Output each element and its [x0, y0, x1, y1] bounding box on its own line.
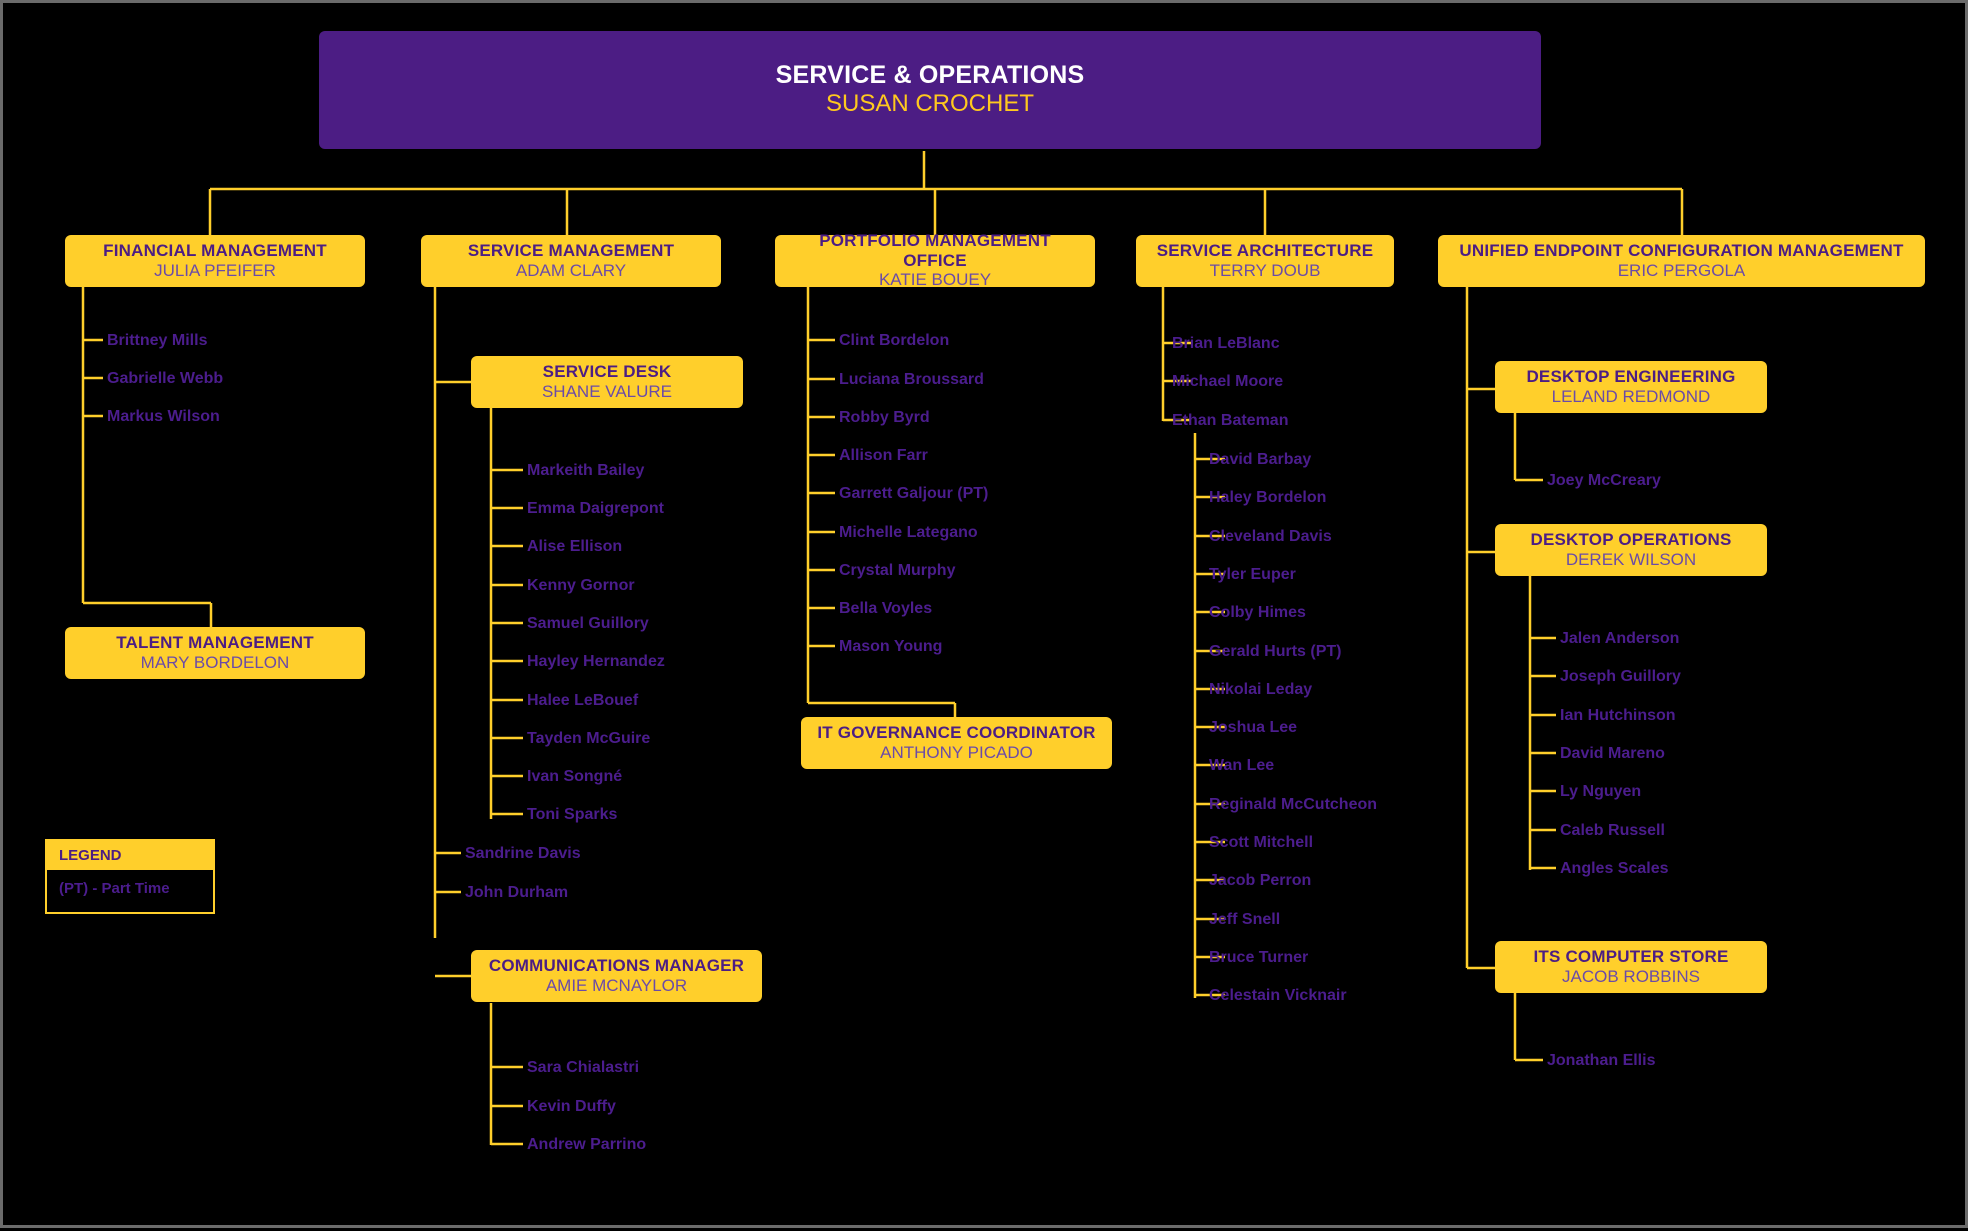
- list-item: Brian LeBlanc: [1172, 335, 1280, 352]
- list-item: Jacob Perron: [1209, 872, 1312, 889]
- sub-title: ITS COMPUTER STORE: [1533, 947, 1729, 967]
- dept-title: SERVICE ARCHITECTURE: [1156, 241, 1374, 261]
- legend-entry: (PT) - Part Time: [59, 880, 170, 897]
- list-item: Clint Bordelon: [839, 332, 950, 349]
- dept-person: JULIA PFEIFER: [154, 260, 276, 280]
- list-item: Ly Nguyen: [1560, 783, 1642, 800]
- root-title: SERVICE & OPERATIONS: [775, 61, 1085, 90]
- dept-service-management[interactable]: SERVICE MANAGEMENT ADAM CLARY: [421, 235, 721, 287]
- sub-person: DEREK WILSON: [1565, 549, 1697, 569]
- list-item: Emma Daigrepont: [527, 500, 664, 517]
- dept-portfolio-management-office[interactable]: PORTFOLIO MANAGEMENT OFFICE KATIE BOUEY: [775, 231, 1095, 290]
- list-item: Scott Mitchell: [1209, 834, 1314, 851]
- list-item: Gerald Hurts (PT): [1209, 643, 1342, 660]
- dept-title: PORTFOLIO MANAGEMENT OFFICE: [819, 231, 1051, 270]
- list-item: Crystal Murphy: [839, 562, 956, 579]
- list-item: Bruce Turner: [1209, 949, 1309, 966]
- list-item: Cleveland Davis: [1209, 528, 1332, 545]
- dept-financial-management[interactable]: FINANCIAL MANAGEMENT JULIA PFEIFER: [65, 235, 365, 287]
- sub-person: ANTHONY PICADO: [880, 742, 1033, 762]
- sub-talent-management[interactable]: TALENT MANAGEMENT MARY BORDELON: [65, 627, 365, 679]
- list-item: Jalen Anderson: [1560, 630, 1680, 647]
- list-item: Joshua Lee: [1209, 719, 1298, 736]
- sub-title: IT GOVERNANCE COORDINATOR: [817, 723, 1096, 743]
- list-item: Colby Himes: [1209, 604, 1306, 621]
- sub-communications-manager[interactable]: COMMUNICATIONS MANAGER AMIE MCNAYLOR: [471, 950, 762, 1002]
- list-item: Tayden McGuire: [527, 730, 651, 747]
- dept-title: UNIFIED ENDPOINT CONFIGURATION MANAGEMEN…: [1459, 241, 1904, 261]
- dept-person: ERIC PERGOLA: [1617, 260, 1746, 280]
- list-item: Angles Scales: [1560, 860, 1669, 877]
- dept-person: KATIE BOUEY: [878, 270, 992, 290]
- list-item: Jonathan Ellis: [1547, 1052, 1656, 1069]
- sub-person: LELAND REDMOND: [1551, 386, 1711, 406]
- list-item: Sara Chialastri: [527, 1059, 640, 1076]
- sub-person: MARY BORDELON: [140, 652, 290, 672]
- list-item: Ian Hutchinson: [1560, 707, 1676, 724]
- list-item: Joseph Guillory: [1560, 668, 1681, 685]
- list-item: Halee LeBouef: [527, 692, 639, 709]
- list-item: David Barbay: [1209, 451, 1312, 468]
- list-item: Andrew Parrino: [527, 1136, 647, 1153]
- connector-lines: [81, 151, 1684, 1146]
- list-item: Gabrielle Webb: [107, 370, 224, 387]
- list-item: Garrett Galjour (PT): [839, 485, 989, 502]
- list-item: Markus Wilson: [107, 408, 220, 425]
- list-item: Nikolai Leday: [1209, 681, 1313, 698]
- legend-header: LEGEND: [47, 841, 213, 870]
- list-item: Ivan Songné: [527, 768, 623, 785]
- sub-title: DESKTOP ENGINEERING: [1526, 367, 1736, 387]
- list-item: Allison Farr: [839, 447, 928, 464]
- list-item: Toni Sparks: [527, 806, 618, 823]
- sub-service-desk[interactable]: SERVICE DESK SHANE VALURE: [471, 356, 743, 408]
- list-item: Kenny Gornor: [527, 577, 635, 594]
- list-item: Markeith Bailey: [527, 462, 645, 479]
- list-item: Alise Ellison: [527, 538, 623, 555]
- list-item: Bella Voyles: [839, 600, 933, 617]
- legend: LEGEND (PT) - Part Time: [45, 839, 215, 914]
- list-item: Hayley Hernandez: [527, 653, 665, 670]
- root-node-service-operations[interactable]: SERVICE & OPERATIONS SUSAN CROCHET: [319, 31, 1541, 149]
- sub-person: SHANE VALURE: [541, 381, 673, 401]
- dept-service-architecture[interactable]: SERVICE ARCHITECTURE TERRY DOUB: [1136, 235, 1394, 287]
- dept-person: ADAM CLARY: [515, 260, 627, 280]
- list-item: Luciana Broussard: [839, 371, 984, 388]
- list-item: John Durham: [465, 884, 569, 901]
- list-item: Michelle Lategano: [839, 524, 978, 541]
- list-item: Tyler Euper: [1209, 566, 1296, 583]
- list-item: Haley Bordelon: [1209, 489, 1327, 506]
- list-item: Robby Byrd: [839, 409, 930, 426]
- sub-person: JACOB ROBBINS: [1562, 966, 1700, 986]
- list-item: Brittney Mills: [107, 332, 208, 349]
- list-item: Michael Moore: [1172, 373, 1284, 390]
- list-item: Wan Lee: [1209, 757, 1275, 774]
- list-item: Kevin Duffy: [527, 1098, 616, 1115]
- list-item: Sandrine Davis: [465, 845, 581, 862]
- sub-it-governance-coordinator[interactable]: IT GOVERNANCE COORDINATOR ANTHONY PICADO: [801, 717, 1112, 769]
- sub-title: TALENT MANAGEMENT: [116, 633, 314, 653]
- dept-title: FINANCIAL MANAGEMENT: [103, 241, 327, 261]
- list-item: Reginald McCutcheon: [1209, 796, 1378, 813]
- list-item: Caleb Russell: [1560, 822, 1665, 839]
- sub-desktop-engineering[interactable]: DESKTOP ENGINEERING LELAND REDMOND: [1495, 361, 1767, 413]
- dept-title: SERVICE MANAGEMENT: [467, 241, 675, 261]
- sub-title: SERVICE DESK: [542, 362, 672, 382]
- list-item: Joey McCreary: [1547, 472, 1661, 489]
- sub-person: AMIE MCNAYLOR: [545, 975, 688, 995]
- list-item: David Mareno: [1560, 745, 1665, 762]
- list-item: Celestain Vicknair: [1209, 987, 1347, 1004]
- list-item: Ethan Bateman: [1172, 412, 1289, 429]
- sub-desktop-operations[interactable]: DESKTOP OPERATIONS DEREK WILSON: [1495, 524, 1767, 576]
- list-item: Jeff Snell: [1209, 911, 1281, 928]
- sub-title: DESKTOP OPERATIONS: [1530, 530, 1732, 550]
- dept-unified-endpoint-configuration-management[interactable]: UNIFIED ENDPOINT CONFIGURATION MANAGEMEN…: [1438, 235, 1925, 287]
- sub-its-computer-store[interactable]: ITS COMPUTER STORE JACOB ROBBINS: [1495, 941, 1767, 993]
- dept-person: TERRY DOUB: [1209, 260, 1321, 280]
- list-item: Samuel Guillory: [527, 615, 649, 632]
- sub-title: COMMUNICATIONS MANAGER: [488, 956, 745, 976]
- list-item: Mason Young: [839, 638, 943, 655]
- root-person: SUSAN CROCHET: [825, 89, 1035, 117]
